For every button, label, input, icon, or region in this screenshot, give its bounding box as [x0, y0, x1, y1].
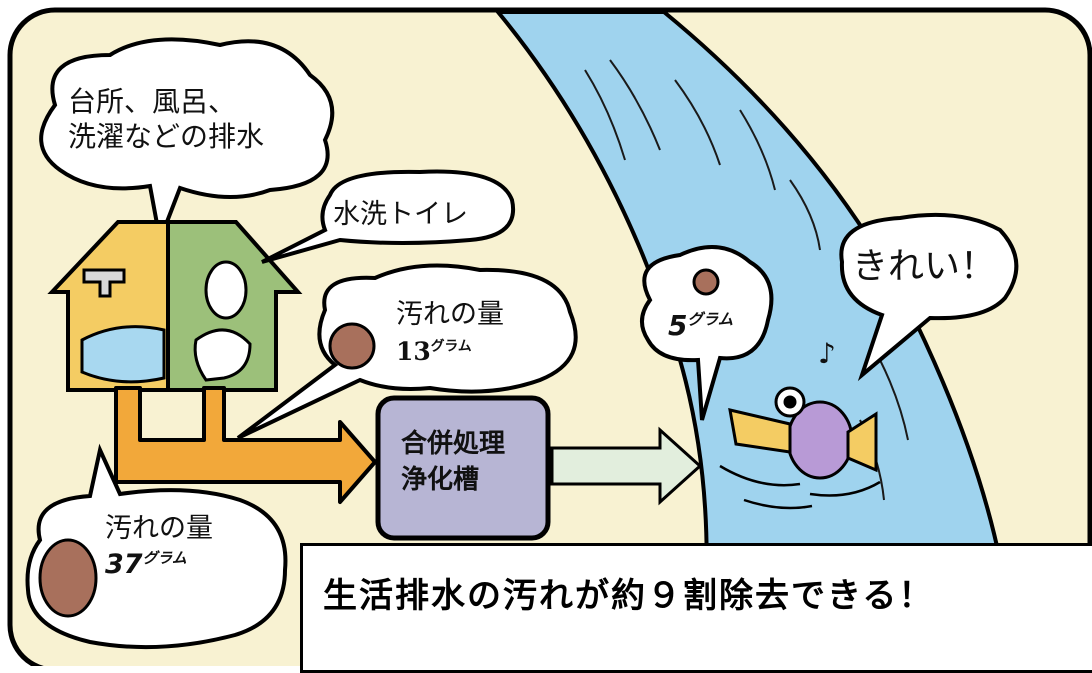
bubble-dirt-13 — [236, 263, 578, 440]
river-current-lines — [584, 59, 909, 641]
dirt-13-label: 汚れの量 — [396, 299, 504, 330]
septic-tank-label-line-1: 合併処理 — [401, 429, 506, 459]
bubble-dirt-5 — [640, 245, 774, 421]
fish-icon — [728, 386, 878, 480]
dirt-37-amount: 37グラム — [105, 548, 187, 582]
drainage-label-line-2: 洗濯などの排水 — [68, 120, 265, 153]
dirt-13-unit: グラム — [430, 338, 472, 355]
dirt-ball-37-icon — [38, 538, 98, 618]
music-note-icon: ♪ — [818, 337, 836, 370]
dirt-ball-13-icon — [328, 322, 376, 370]
outflow-arrow — [550, 426, 703, 506]
summary-banner: 生活排水の汚れが約９割除去できる！ — [300, 543, 1092, 673]
dirt-5-unit: グラム — [687, 310, 734, 329]
faucet-icon — [82, 268, 126, 298]
toilet-tank-icon — [204, 260, 248, 320]
drainage-label: 台所、風呂、 洗濯などの排水 — [68, 84, 264, 154]
dirt-37-value: 37 — [105, 549, 143, 580]
drain-pipes — [114, 386, 377, 504]
septic-tank-label: 合併処理 浄化槽 — [401, 426, 505, 499]
summary-banner-text: 生活排水の汚れが約９割除去できる！ — [323, 576, 935, 616]
dirt-37-label: 汚れの量 — [105, 513, 213, 544]
bubble-clean — [839, 212, 1019, 382]
dirt-ball-5-icon — [692, 268, 720, 296]
house — [47, 220, 303, 392]
toilet-label: 水洗トイレ — [333, 199, 468, 230]
bubble-toilet — [261, 169, 516, 264]
drainage-label-line-1: 台所、風呂、 — [68, 85, 237, 118]
dirt-13-value: 13 — [396, 337, 431, 366]
water-ripples — [719, 464, 881, 510]
bubble-drainage — [39, 37, 335, 248]
toilet-bowl-icon — [193, 328, 252, 382]
clean-exclamation: きれい！ — [852, 246, 997, 287]
dirt-5-value: 5 — [668, 309, 688, 342]
sink-icon — [80, 325, 166, 384]
septic-tank — [375, 395, 551, 541]
septic-tank-label-line-2: 浄化槽 — [401, 465, 480, 496]
dirt-37-unit: グラム — [142, 549, 187, 567]
dirt-5-amount: 5グラム — [668, 308, 733, 343]
dirt-13-amount: 13グラム — [396, 336, 472, 367]
